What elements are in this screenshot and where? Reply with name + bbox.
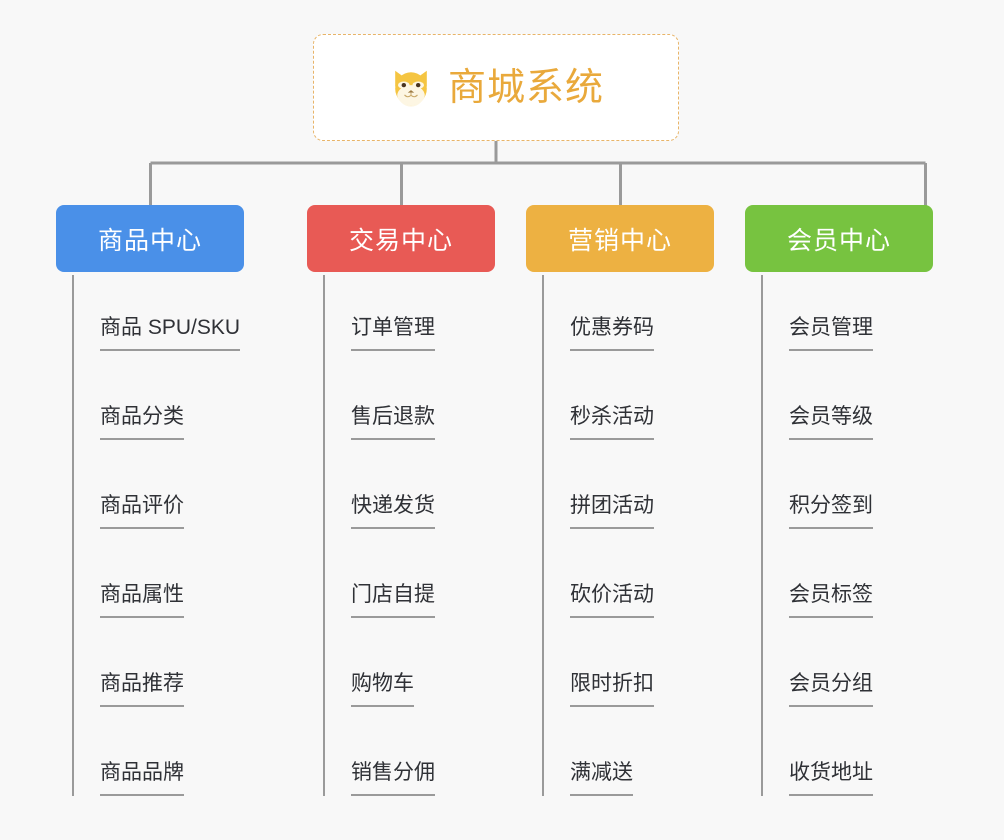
leaf-item[interactable]: 满减送 [542,707,714,796]
leaf-item[interactable]: 商品 SPU/SKU [72,275,244,351]
leaf-label: 砍价活动 [570,584,654,618]
branch-header-3[interactable]: 营销中心 [526,205,714,272]
leaf-label: 销售分佣 [351,762,435,796]
branch-spine-2 [323,275,325,796]
branch-spine-3 [542,275,544,796]
branch-header-label: 商品中心 [97,226,202,255]
branch-spine-1 [72,275,74,796]
branch-column-4: 会员中心 会员管理 会员等级 积分签到 会员标签 会员分组 收货地址 [745,205,933,796]
branch-header-label: 会员中心 [786,226,891,255]
branch-header-1[interactable]: 商品中心 [56,205,244,272]
leaf-label: 商品属性 [100,584,184,618]
leaf-label: 商品推荐 [100,673,184,707]
leaf-label: 门店自提 [351,584,435,618]
branch-items-3: 优惠券码 秒杀活动 拼团活动 砍价活动 限时折扣 满减送 [526,275,714,796]
leaf-label: 购物车 [351,673,414,707]
leaf-item[interactable]: 积分签到 [761,440,933,529]
leaf-item[interactable]: 快递发货 [323,440,495,529]
leaf-label: 商品评价 [100,495,184,529]
leaf-item[interactable]: 商品分类 [72,351,244,440]
branch-items-1: 商品 SPU/SKU 商品分类 商品评价 商品属性 商品推荐 商品品牌 [56,275,244,796]
leaf-item[interactable]: 收货地址 [761,707,933,796]
branch-items-2: 订单管理 售后退款 快递发货 门店自提 购物车 销售分佣 [307,275,495,796]
leaf-label: 满减送 [570,762,633,796]
leaf-item[interactable]: 会员标签 [761,529,933,618]
leaf-label: 会员管理 [789,317,873,351]
leaf-label: 拼团活动 [570,495,654,529]
root-node-mall-system[interactable]: 商城系统 [313,34,679,141]
leaf-item[interactable]: 商品品牌 [72,707,244,796]
leaf-label: 商品品牌 [100,762,184,796]
leaf-item[interactable]: 会员分组 [761,618,933,707]
leaf-label: 会员标签 [789,584,873,618]
leaf-label: 快递发货 [351,495,435,529]
leaf-item[interactable]: 优惠券码 [542,275,714,351]
leaf-item[interactable]: 限时折扣 [542,618,714,707]
branch-items-4: 会员管理 会员等级 积分签到 会员标签 会员分组 收货地址 [745,275,933,796]
leaf-item[interactable]: 砍价活动 [542,529,714,618]
leaf-label: 订单管理 [351,317,435,351]
leaf-label: 商品分类 [100,406,184,440]
dog-face-icon [395,70,427,107]
branch-header-4[interactable]: 会员中心 [745,205,933,272]
branch-spine-4 [761,275,763,796]
leaf-label: 售后退款 [351,406,435,440]
branch-header-label: 交易中心 [348,226,453,255]
root-node-title: 商城系统 [447,66,604,109]
leaf-label: 收货地址 [789,762,873,796]
branch-column-1: 商品中心 商品 SPU/SKU 商品分类 商品评价 商品属性 商品推荐 商品品牌 [56,205,244,796]
leaf-item[interactable]: 拼团活动 [542,440,714,529]
leaf-item[interactable]: 销售分佣 [323,707,495,796]
leaf-label: 秒杀活动 [570,406,654,440]
leaf-label: 优惠券码 [570,317,654,351]
leaf-label: 商品 SPU/SKU [100,317,241,351]
leaf-item[interactable]: 订单管理 [323,275,495,351]
leaf-item[interactable]: 会员等级 [761,351,933,440]
leaf-item[interactable]: 购物车 [323,618,495,707]
branch-column-2: 交易中心 订单管理 售后退款 快递发货 门店自提 购物车 销售分佣 [307,205,495,796]
branch-column-3: 营销中心 优惠券码 秒杀活动 拼团活动 砍价活动 限时折扣 满减送 [526,205,714,796]
leaf-item[interactable]: 商品属性 [72,529,244,618]
leaf-item[interactable]: 商品评价 [72,440,244,529]
leaf-label: 会员分组 [789,673,873,707]
leaf-label: 会员等级 [789,406,873,440]
branch-header-label: 营销中心 [567,226,672,255]
leaf-item[interactable]: 门店自提 [323,529,495,618]
branch-header-2[interactable]: 交易中心 [307,205,495,272]
leaf-label: 限时折扣 [570,673,654,707]
leaf-item[interactable]: 会员管理 [761,275,933,351]
leaf-label: 积分签到 [789,495,873,529]
leaf-item[interactable]: 秒杀活动 [542,351,714,440]
leaf-item[interactable]: 售后退款 [323,351,495,440]
leaf-item[interactable]: 商品推荐 [72,618,244,707]
